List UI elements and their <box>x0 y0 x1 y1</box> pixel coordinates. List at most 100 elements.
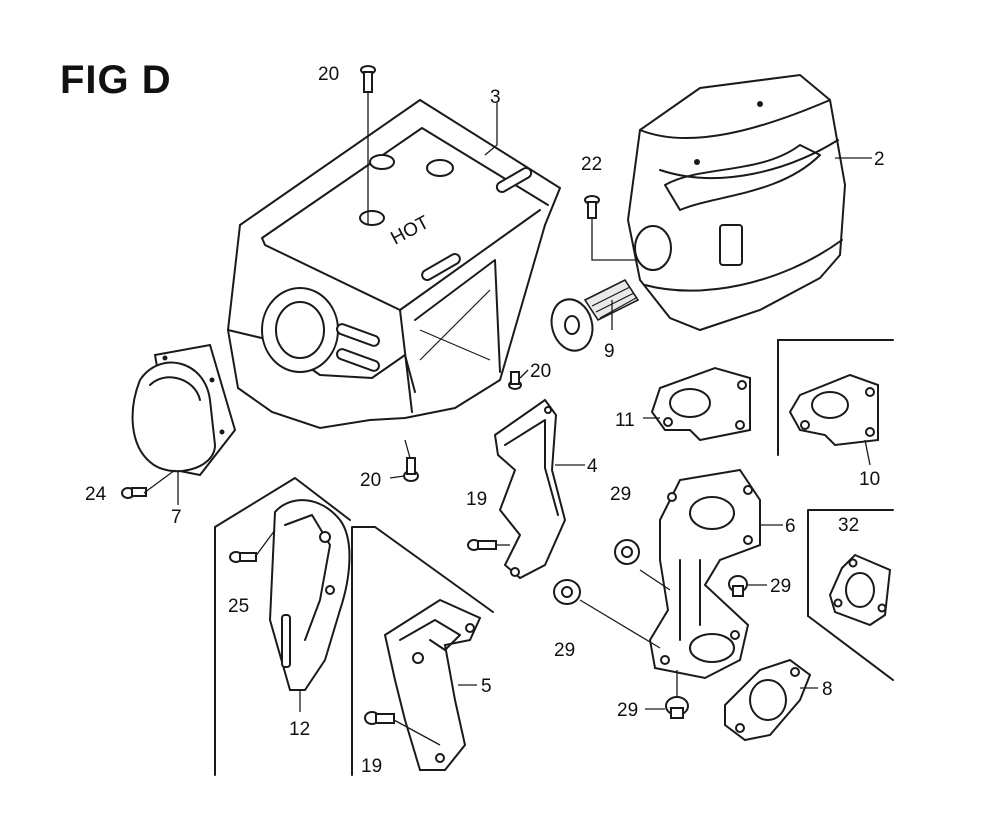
part-20-bolts <box>360 65 522 482</box>
callout-25: 25 <box>228 596 249 617</box>
region-dividers <box>214 339 894 776</box>
callout-4: 4 <box>587 456 598 477</box>
muffler-rivet-2 <box>757 101 763 107</box>
part-11-gasket <box>650 366 751 442</box>
bolt-20-top <box>360 65 376 93</box>
callout-12: 12 <box>289 719 310 740</box>
exhaust-bracket-fold <box>504 419 559 516</box>
callout-29-b: 29 <box>770 576 791 597</box>
cover-cap-hole-2 <box>209 377 215 383</box>
nut-29-b <box>728 575 748 597</box>
part-25-screw <box>229 551 257 563</box>
divider-right-top-box <box>777 339 894 344</box>
callout-6: 6 <box>785 516 796 537</box>
exhaust-pipe-tube-edges <box>679 559 701 641</box>
callout-29-a: 29 <box>610 484 631 505</box>
callout-22: 22 <box>581 154 602 175</box>
part-32-gasket <box>828 553 892 627</box>
muffler-cover-side-panel <box>414 259 501 373</box>
part-24-bolt <box>121 487 147 499</box>
callout-29-c: 29 <box>554 640 575 661</box>
exhaust-pipe-outline <box>648 468 761 680</box>
muffler-upper-band <box>659 139 839 180</box>
part-12-heat-shield <box>268 499 351 691</box>
part-4-exhaust-bracket <box>493 398 567 580</box>
callout-10: 10 <box>859 469 880 490</box>
callout-3: 3 <box>490 87 501 108</box>
figure-title: FIG D <box>60 58 172 102</box>
muffler-cover-round-port <box>261 287 339 373</box>
divider-right-bottom-box <box>807 509 894 617</box>
nut-29-d <box>665 696 689 719</box>
muffler-cover-slot-2 <box>421 253 461 281</box>
part-29-nuts <box>553 539 748 719</box>
muffler-cover-round-port-inner <box>275 301 325 359</box>
callout-11: 11 <box>615 410 635 431</box>
heat-shield-inner-edge <box>284 514 331 641</box>
callout-2: 2 <box>874 149 885 170</box>
muffler-cover-side-brace <box>419 289 491 361</box>
callout-24: 24 <box>85 484 107 505</box>
cover-cap-dome <box>131 361 217 472</box>
part-7-cover-cap <box>131 343 237 477</box>
callout-8: 8 <box>822 679 833 700</box>
part-8-gasket <box>724 658 812 742</box>
callout-29-d: 29 <box>617 700 638 721</box>
part-2-muffler <box>626 73 847 332</box>
gasket-32-port <box>845 572 875 608</box>
spark-arrester-mesh <box>591 286 637 319</box>
callout-19-lower: 19 <box>361 756 382 777</box>
exhaust-bracket-hole <box>510 567 520 577</box>
callout-32: 32 <box>838 515 859 536</box>
cover-cap-hole-1 <box>162 355 168 361</box>
bolt-20-bottom <box>403 457 419 482</box>
divider-left-box <box>214 477 351 776</box>
spark-arrester-flange <box>550 298 594 352</box>
muffler-rivet-1 <box>694 159 700 165</box>
nut-29-c <box>553 579 581 605</box>
spark-arrester-flange-hole <box>564 315 580 335</box>
part-9-spark-arrester <box>550 278 640 352</box>
exhaust-pipe-lower-port <box>689 633 735 663</box>
gasket-8-port <box>749 679 787 721</box>
muffler-cover-mount-hole-2 <box>426 159 454 177</box>
bolt-20-middle <box>508 371 522 390</box>
gasket-8-outline <box>724 658 812 742</box>
muffler-lower-band <box>644 239 843 292</box>
muffler-cover-mount-hole-3 <box>369 154 395 170</box>
divider-right-bottom-diagonal <box>807 615 894 681</box>
callout-20-top: 20 <box>318 64 339 85</box>
muffler-cover-slot-4 <box>336 348 380 372</box>
gasket-10-port <box>811 391 849 419</box>
callout-5: 5 <box>481 676 492 697</box>
callout-9: 9 <box>604 341 615 362</box>
muffler-cover-slot-3 <box>336 323 380 347</box>
part-10-gasket <box>788 373 879 447</box>
part-22-screw <box>584 195 600 219</box>
muffler-top-rim <box>639 99 831 140</box>
callout-20-middle: 20 <box>530 361 551 382</box>
exhaust-bracket-outline <box>493 398 567 580</box>
gasket-11-port <box>669 388 711 418</box>
nut-29-a <box>614 539 640 565</box>
muffler-cover-mount-hole-1 <box>359 210 385 226</box>
callout-labels: 20 3 2 22 9 20 11 10 4 20 24 7 19 29 6 2… <box>85 64 885 777</box>
gasket-32-outline <box>828 553 892 627</box>
gasket-10-outline <box>788 373 879 447</box>
cover-cap-hole-3 <box>219 429 225 435</box>
muffler-cover-right-edge <box>399 209 541 311</box>
gasket-11-outline <box>650 366 751 442</box>
divider-mid-box <box>351 526 494 776</box>
muffler-bracket-tab <box>719 224 743 266</box>
muffler-outline <box>626 73 847 332</box>
exhaust-pipe-upper-port <box>689 496 735 530</box>
part-19-bolt-lower <box>364 711 395 725</box>
part-3-muffler-cover: HOT <box>226 98 562 430</box>
callout-19-upper: 19 <box>466 489 487 510</box>
screw-22-shank <box>587 201 597 219</box>
callout-7: 7 <box>171 507 182 528</box>
muffler-cover-slot-1 <box>495 167 533 193</box>
leader-lines <box>143 92 872 746</box>
muffler-heat-shield-lip <box>664 144 821 211</box>
